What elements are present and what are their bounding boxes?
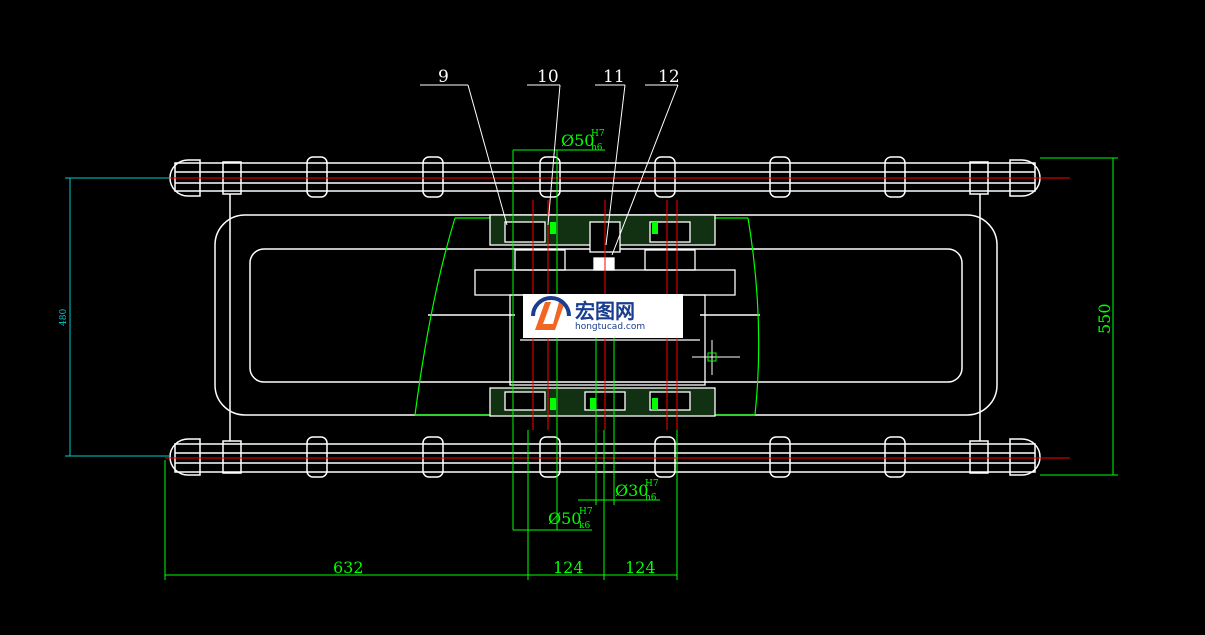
fit-bottom-left-dia: Ø50	[548, 509, 581, 528]
balloon-10: 10	[537, 67, 559, 87]
bearing-marks	[550, 222, 658, 410]
hongtu-logo-icon	[531, 296, 571, 330]
fit-bottom-left-lower: k6	[579, 521, 590, 531]
dim-base-mid: 124	[553, 558, 584, 577]
fit-bottom-right-upper: H7	[645, 479, 659, 489]
fit-bottom-right-dia: Ø30	[615, 481, 648, 500]
frame-outline	[169, 156, 1041, 478]
fit-top-lower: h6	[591, 143, 603, 153]
balloon-11: 11	[603, 67, 625, 87]
dim-base-right: 124	[625, 558, 656, 577]
balloon-12: 12	[658, 67, 680, 87]
fit-top: Ø50 H7 h6	[561, 129, 605, 153]
dim-height-left: 480	[59, 309, 69, 326]
watermark: 宏图网 hongtucad.com	[523, 294, 683, 338]
dim-base-left: 632	[333, 558, 364, 577]
dimension-lines-left	[65, 177, 170, 457]
fit-bottom-left-upper: H7	[579, 507, 593, 517]
fit-bottom-right-lower: h6	[645, 493, 657, 503]
dimension-lines	[164, 149, 1118, 580]
dim-height-right: 550	[1095, 303, 1114, 334]
crosshair-cursor-icon	[692, 340, 740, 375]
watermark-cn: 宏图网	[575, 298, 635, 323]
fit-bottom-left: Ø50 H7 k6	[548, 507, 593, 531]
fit-top-dia: Ø50	[561, 131, 594, 150]
fit-top-upper: H7	[591, 129, 605, 139]
balloon-9: 9	[438, 67, 449, 87]
leader-lines	[420, 84, 679, 256]
fit-bottom-right: Ø30 H7 h6	[615, 479, 659, 503]
watermark-en: hongtucad.com	[575, 321, 646, 332]
